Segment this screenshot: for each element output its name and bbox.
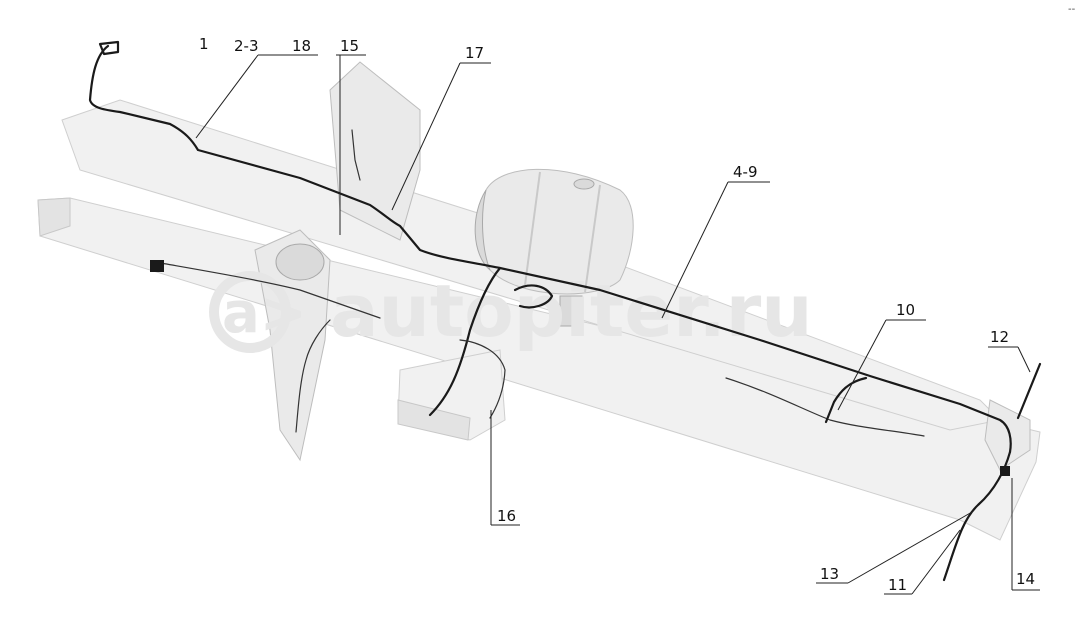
watermark-logo: a> (222, 281, 307, 346)
harness-part-12 (1016, 362, 1042, 420)
callout-17: 17 (465, 44, 484, 62)
callout-14: 14 (1016, 570, 1035, 588)
callout-1: 1 (199, 35, 209, 53)
harness-branch-10-drop (824, 376, 868, 424)
callout-2-3: 2-3 (234, 37, 259, 55)
harness-front-connector (98, 40, 120, 56)
callout-18: 18 (292, 37, 311, 55)
fuel-tank (474, 168, 634, 327)
harness-front-section (88, 44, 1012, 454)
connector-left (150, 260, 164, 272)
watermark: a> autopiter.ru (209, 269, 813, 353)
callout-13: 13 (820, 565, 839, 583)
harness-tank-loop (513, 284, 554, 309)
harness-left-lower (295, 319, 331, 433)
harness-branch-10 (725, 377, 925, 437)
leader-lines (195, 54, 1040, 595)
callout-4-9: 4-9 (733, 163, 758, 181)
watermark-site: autopiter.ru (330, 269, 813, 353)
main-harness (88, 40, 1042, 582)
harness-tank-branch (428, 266, 502, 417)
callout-labels: 1 2-3 18 15 17 4-9 10 12 16 13 11 14 (199, 35, 1035, 594)
harness-branch-16 (459, 339, 506, 419)
connector-rear (1000, 466, 1010, 476)
callout-16: 16 (497, 507, 516, 525)
callout-15: 15 (340, 37, 359, 55)
callout-10: 10 (896, 301, 915, 319)
harness-left-branch (154, 261, 381, 319)
callout-11: 11 (888, 576, 907, 594)
callout-12: 12 (990, 328, 1009, 346)
corner-mark: -- (1068, 4, 1076, 15)
harness-front-vertical-15 (351, 129, 361, 181)
